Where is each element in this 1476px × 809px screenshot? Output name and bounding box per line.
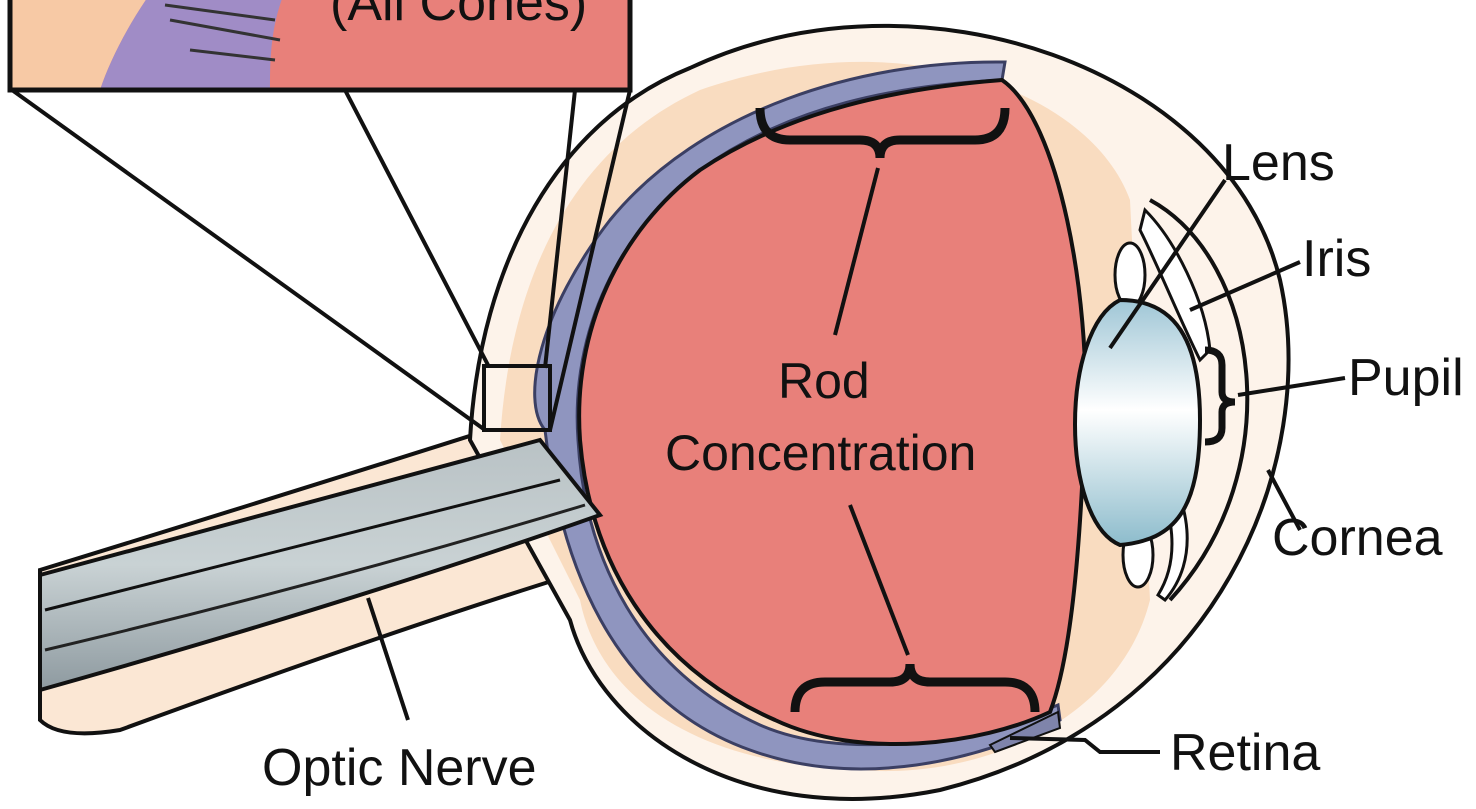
lens-label: Lens [1222, 134, 1335, 192]
pupil-label: Pupil [1348, 349, 1464, 407]
inset-caption: (All Cones) [330, 0, 587, 32]
rod-label-line1: Rod [778, 353, 870, 409]
ciliary-upper [1115, 243, 1145, 307]
lens-shape [1075, 300, 1200, 545]
iris-label: Iris [1302, 230, 1371, 288]
optic-nerve-label: Optic Nerve [262, 739, 537, 797]
cornea-label: Cornea [1272, 509, 1443, 567]
rod-label-line2: Concentration [665, 425, 976, 481]
retina-label: Retina [1170, 724, 1320, 782]
